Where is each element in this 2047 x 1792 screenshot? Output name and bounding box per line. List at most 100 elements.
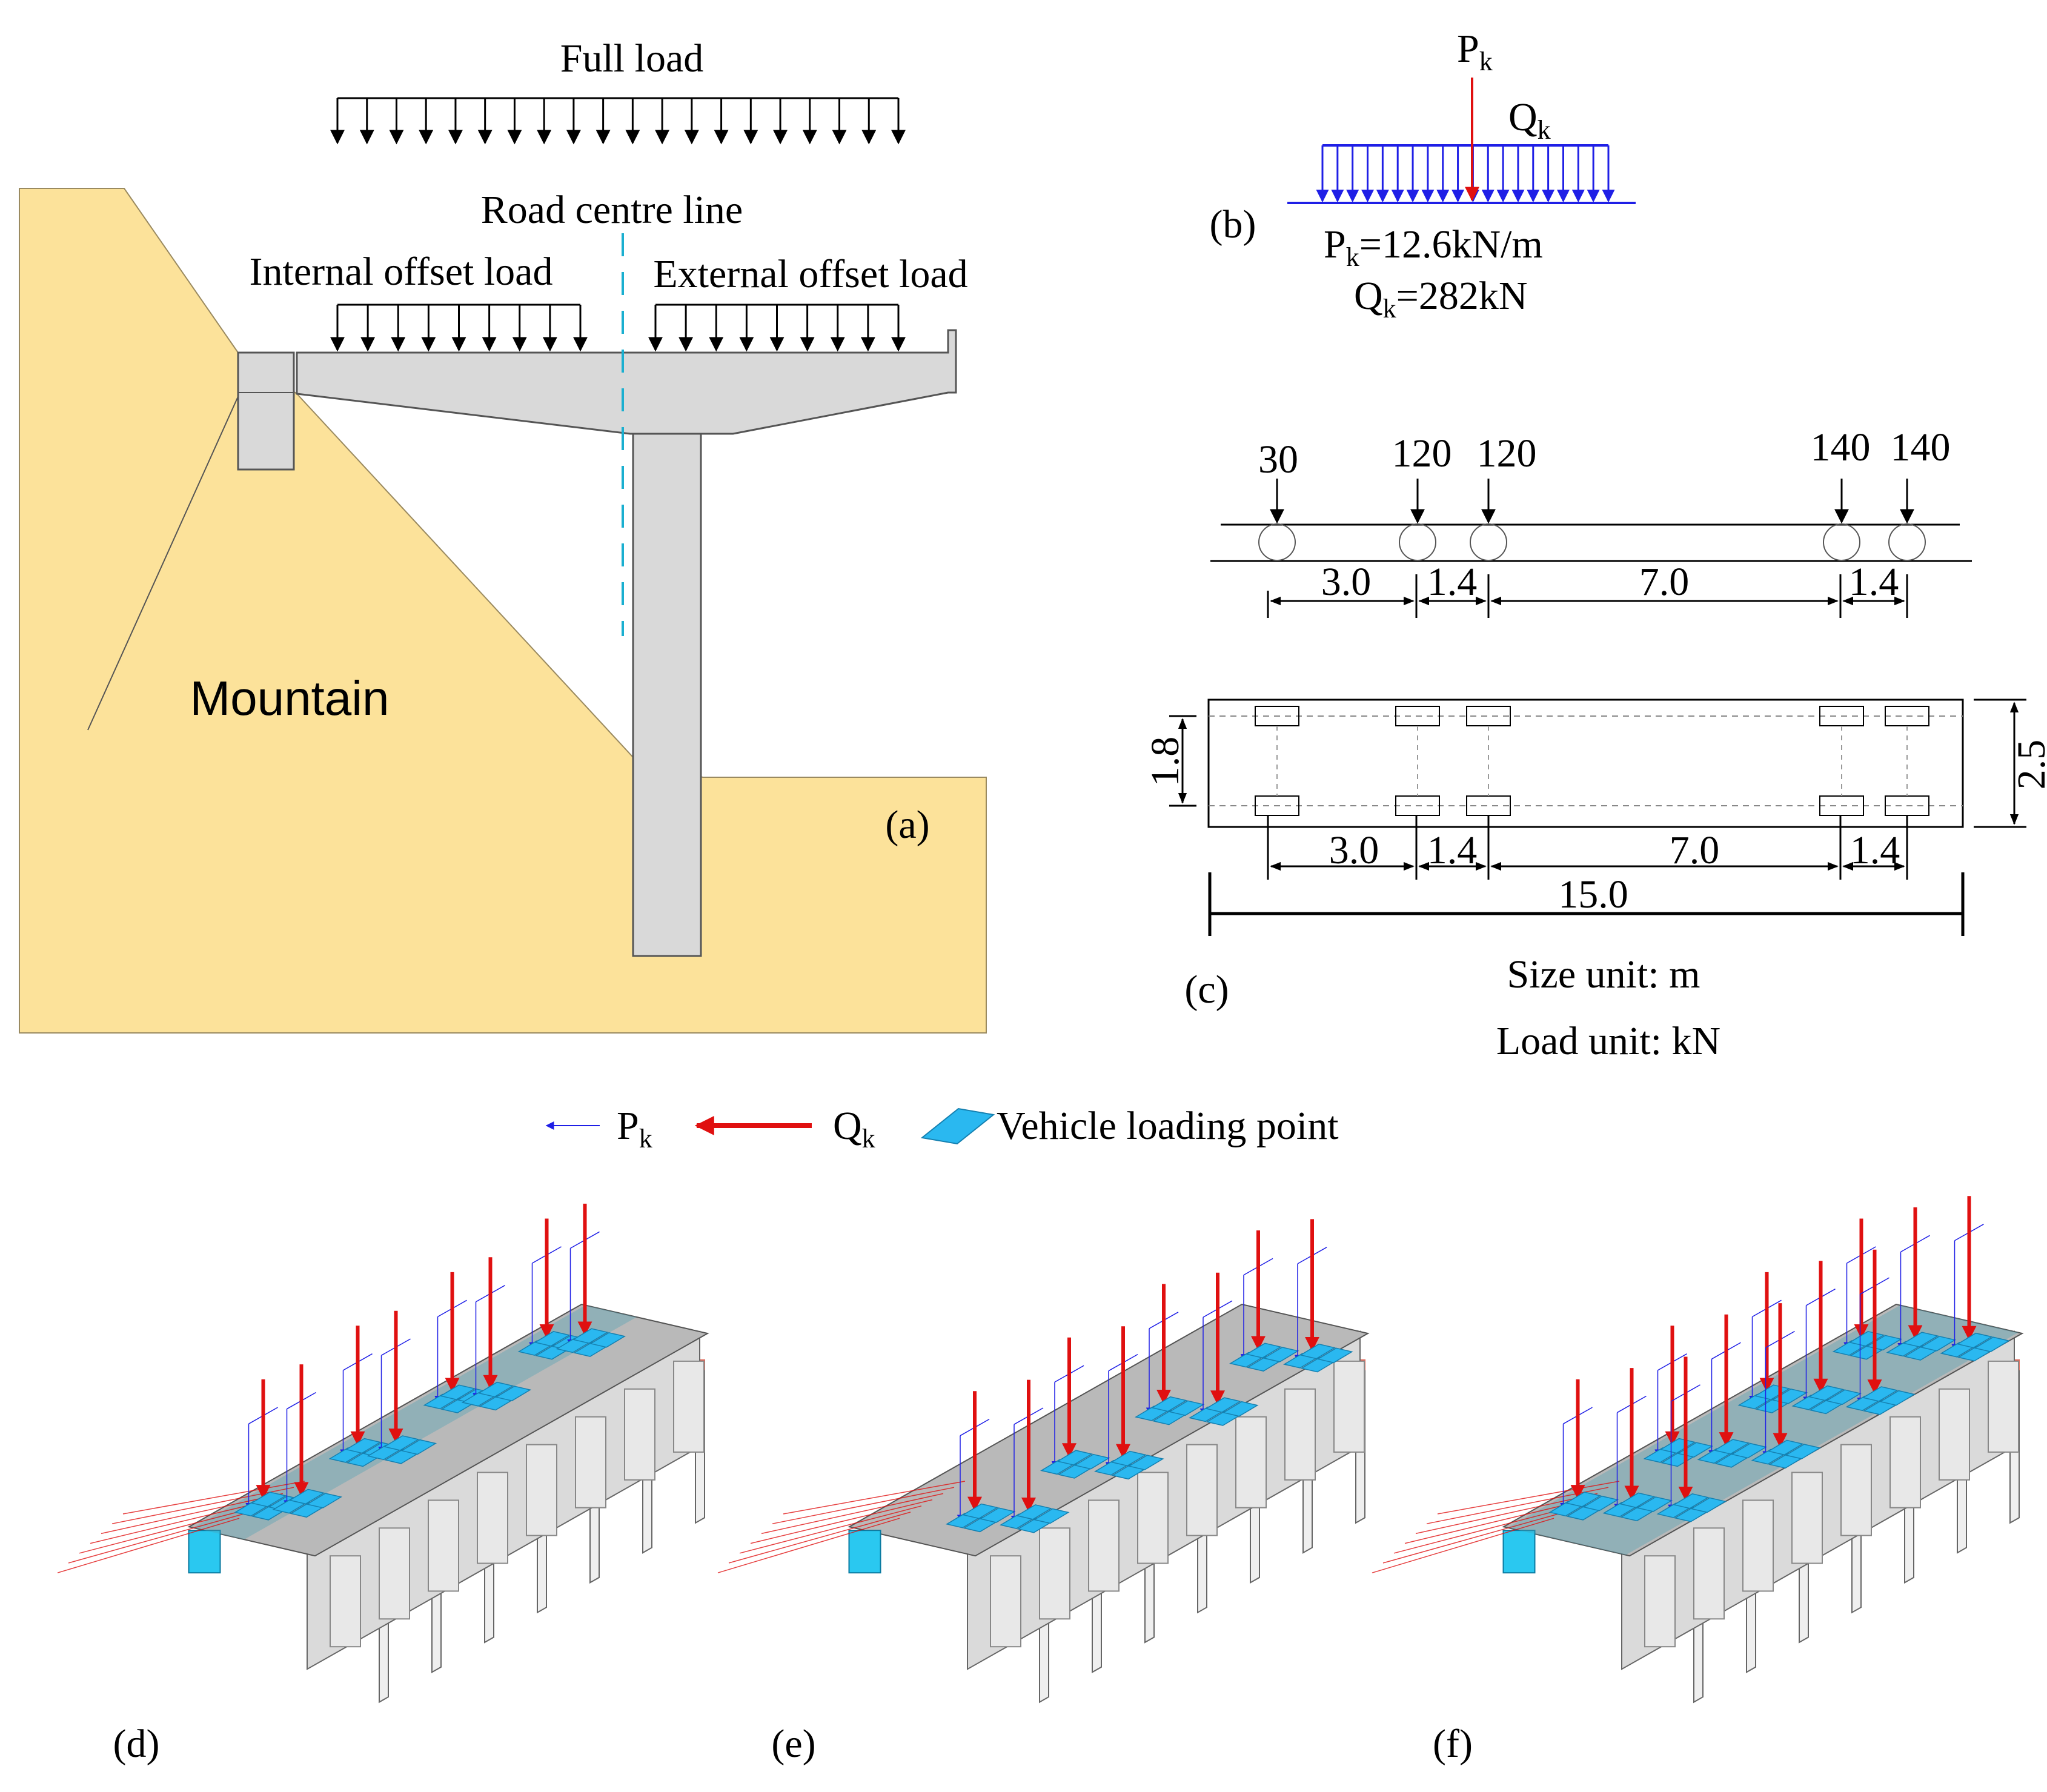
girder-panel bbox=[1988, 1360, 2019, 1453]
pk-line bbox=[1404, 1499, 1587, 1544]
pk-line bbox=[101, 1493, 284, 1535]
girder-panel bbox=[1939, 1388, 1970, 1481]
vehicle-patch bbox=[1299, 1343, 1336, 1359]
vehicle-patch bbox=[1222, 1401, 1259, 1417]
vehicle-patch bbox=[1619, 1492, 1656, 1508]
qk-symbol: Qk bbox=[1508, 95, 1551, 145]
vehicle-patch bbox=[1246, 1342, 1282, 1359]
vehicle-patch bbox=[383, 1435, 420, 1451]
axle-spacing-2: 1.4 bbox=[1427, 560, 1478, 604]
mountain-shape bbox=[19, 188, 987, 1034]
vehicle-patch bbox=[1862, 1386, 1899, 1402]
panel-a: Full load Road centre line Internal offs… bbox=[19, 36, 987, 1034]
vehicle-patch bbox=[1565, 1492, 1602, 1507]
vehicle-patch bbox=[1713, 1439, 1750, 1455]
pk-line bbox=[728, 1512, 911, 1564]
pk-line bbox=[1437, 1481, 1620, 1515]
pk-line bbox=[1393, 1505, 1576, 1554]
external-offset-load-arrows bbox=[648, 304, 906, 352]
vehicle-patch bbox=[1033, 1508, 1070, 1524]
panel-e-3d-view bbox=[717, 1219, 1370, 1704]
wheel bbox=[1399, 523, 1436, 561]
pk-line bbox=[1382, 1512, 1565, 1564]
load-unit-label: Load unit: kN bbox=[1496, 1019, 1720, 1063]
girder-panel bbox=[1742, 1499, 1774, 1592]
vehicle-patch bbox=[1673, 1493, 1710, 1509]
plan-spacing-2: 1.4 bbox=[1427, 828, 1478, 872]
mountain-slope-line bbox=[87, 393, 240, 731]
abutment bbox=[237, 351, 295, 471]
vehicle-patch bbox=[1016, 1504, 1052, 1520]
vehicle-patch bbox=[534, 1331, 571, 1347]
plan-dimensions bbox=[1169, 699, 2026, 936]
pk-line bbox=[1372, 1518, 1554, 1573]
vehicle-patch bbox=[589, 1332, 626, 1348]
vehicle-patch bbox=[1974, 1336, 2011, 1352]
abutment-block bbox=[188, 1530, 221, 1574]
pk-line bbox=[68, 1512, 251, 1564]
vehicle-patch bbox=[306, 1493, 343, 1508]
axle-spacing-1: 3.0 bbox=[1321, 560, 1372, 604]
pk-line bbox=[761, 1493, 944, 1535]
girder-panel bbox=[624, 1388, 655, 1481]
plan-spacing-1: 3.0 bbox=[1329, 828, 1379, 872]
girder-panel bbox=[1644, 1555, 1676, 1648]
vehicle-width-label: 2.5 bbox=[2009, 740, 2047, 790]
panel-d-3d-view bbox=[57, 1203, 709, 1704]
wheel bbox=[1888, 523, 1926, 561]
girder-panel bbox=[428, 1499, 459, 1592]
panel-b-label: (b) bbox=[1210, 202, 1256, 247]
vehicle-patch bbox=[1879, 1390, 1916, 1406]
elevation-dimensions bbox=[1267, 574, 1908, 618]
pk-line bbox=[79, 1505, 262, 1554]
girder-panel bbox=[1889, 1416, 1921, 1508]
girder-panel bbox=[1284, 1388, 1316, 1481]
vehicle-patch bbox=[1956, 1332, 1993, 1349]
axle-spacing-4: 1.4 bbox=[1849, 560, 1899, 604]
legend-vehicle-label: Vehicle loading point bbox=[997, 1104, 1339, 1148]
panel-f-3d-view bbox=[1372, 1196, 2024, 1704]
vehicle-patch-icon bbox=[920, 1107, 995, 1145]
vehicle-patch bbox=[962, 1503, 998, 1519]
axle-load-1: 30 bbox=[1258, 437, 1298, 482]
size-unit-label: Size unit: m bbox=[1507, 952, 1700, 997]
external-offset-load-label: External offset load bbox=[653, 252, 967, 296]
wheels bbox=[1258, 523, 1926, 561]
road-centre-line-label: Road centre line bbox=[481, 188, 743, 232]
vehicle-patch bbox=[288, 1488, 325, 1505]
girder-panel bbox=[526, 1444, 557, 1536]
girder-panel bbox=[1186, 1444, 1218, 1536]
pk-line bbox=[717, 1518, 900, 1573]
full-load-arrows bbox=[330, 97, 906, 145]
panel-b: Pk Qk Pk=12.6kN/m Qk=282kN (b) bbox=[1210, 27, 1636, 324]
girder-panel bbox=[330, 1555, 361, 1648]
mountain-label: Mountain bbox=[190, 671, 389, 725]
axle-load-2: 120 bbox=[1392, 431, 1452, 476]
girder-panel bbox=[1235, 1416, 1267, 1508]
pk-line bbox=[122, 1481, 305, 1515]
axle-load-4: 140 bbox=[1811, 425, 1871, 470]
axle-load-3: 120 bbox=[1477, 431, 1537, 476]
total-length-label: 15.0 bbox=[1558, 872, 1628, 917]
panel-a-label: (a) bbox=[885, 803, 929, 847]
plan-spacing-4: 1.4 bbox=[1850, 828, 1900, 872]
girder-panel bbox=[1840, 1444, 1872, 1536]
vehicle-patch bbox=[1767, 1439, 1804, 1456]
girder-panel bbox=[1039, 1527, 1070, 1620]
plan-wheel-patches bbox=[1255, 706, 1929, 816]
vehicle-patch bbox=[250, 1492, 287, 1507]
pk-symbol: Pk bbox=[1457, 27, 1493, 76]
pk-line bbox=[772, 1487, 955, 1524]
girder-panel bbox=[1333, 1360, 1365, 1453]
vehicle-plan-outline bbox=[1207, 699, 1964, 828]
vehicle-patch bbox=[1316, 1347, 1353, 1364]
internal-offset-load-label: Internal offset load bbox=[250, 250, 553, 294]
vehicle-patch bbox=[1151, 1396, 1187, 1412]
panel-f-label: (f) bbox=[1433, 1722, 1473, 1766]
vehicle-patch bbox=[1690, 1497, 1727, 1513]
qk-value: Qk=282kN bbox=[1354, 274, 1528, 324]
wheel bbox=[1258, 523, 1296, 561]
vehicle-patch bbox=[1110, 1450, 1147, 1467]
legend-pk-label: Pk bbox=[617, 1104, 652, 1153]
distributed-load-arrows bbox=[1316, 145, 1615, 203]
